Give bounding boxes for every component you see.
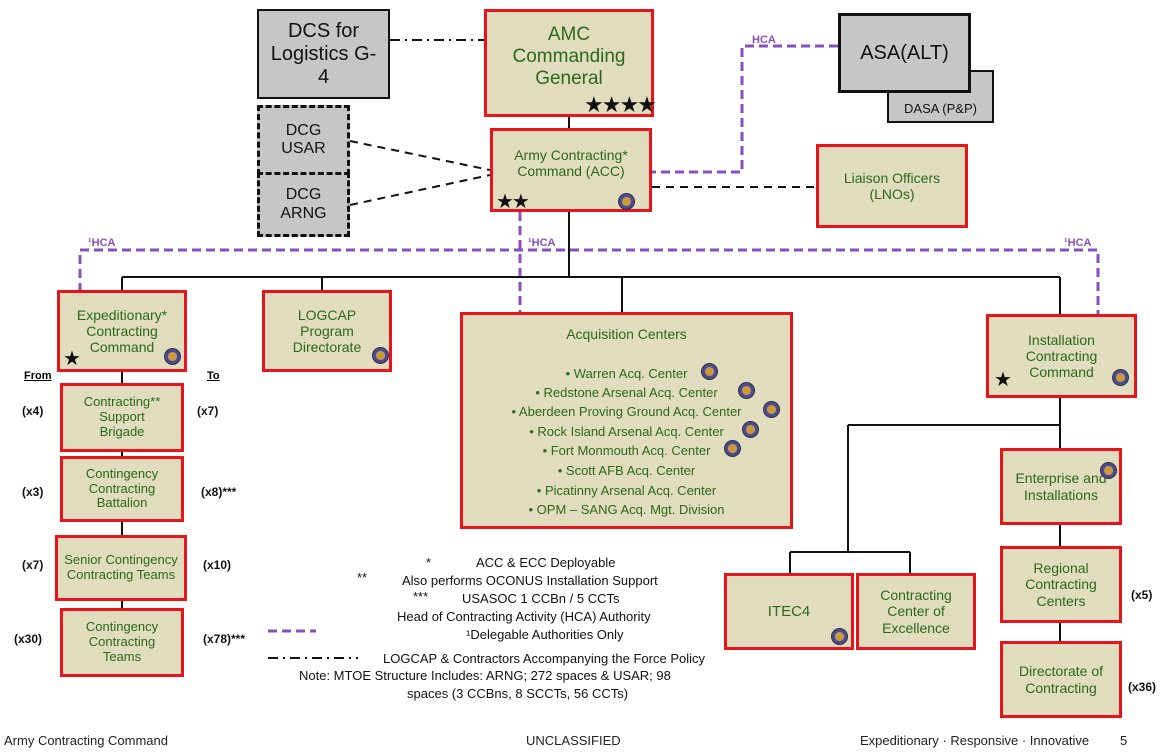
- csb-from-ratio: (x4): [22, 404, 44, 418]
- legend-mark-2: **: [357, 570, 368, 585]
- enterprise-box: Enterprise and Installations: [1000, 448, 1122, 525]
- scct-box: Senior Contingency Contracting Teams: [55, 535, 187, 601]
- aberdeen-seal-icon: [763, 401, 780, 418]
- acq-item-rock-island: • Rock Island Arsenal Acq. Center: [529, 424, 724, 439]
- redstone-seal-icon: [738, 382, 755, 399]
- enterprise-label: Enterprise and Installations: [1015, 470, 1107, 503]
- cct-label: Contingency Contracting Teams: [85, 619, 159, 664]
- acq-item-opm-sang: • OPM – SANG Acq. Mgt. Division: [528, 502, 725, 517]
- acq-item-scott: • Scott AFB Acq. Center: [557, 463, 696, 478]
- csb-box: Contracting** Support Brigade: [60, 383, 184, 452]
- logcap-label: LOGCAP Program Directorate: [292, 306, 362, 356]
- ccbn-from-ratio: (x3): [22, 485, 44, 499]
- itec4-label: ITEC4: [767, 602, 811, 620]
- csb-label: Contracting** Support Brigade: [83, 394, 161, 439]
- dasa-pp-label: DASA (P&P): [904, 101, 977, 117]
- to-label: To: [207, 370, 220, 382]
- icc-seal-icon: [1112, 369, 1129, 386]
- ccbn-label: Contingency Contracting Battalion: [85, 465, 159, 511]
- ecc-seal-icon: [164, 348, 181, 365]
- legend-text-3: USASOC 1 CCBn / 5 CCTs: [462, 591, 620, 606]
- dcg-usar-box: DCG USAR: [257, 105, 350, 175]
- hca-center-label: ¹HCA: [528, 237, 556, 249]
- cce-box: Contracting Center of Excellence: [856, 573, 976, 650]
- cce-label: Contracting Center of Excellence: [880, 587, 952, 636]
- csb-to-ratio: (x7): [197, 404, 219, 418]
- hca-left-label: ¹HCA: [88, 237, 116, 249]
- cct-to-ratio: (x78)***: [203, 632, 246, 646]
- legend-note-1: Note: MTOE Structure Includes: ARNG; 272…: [299, 668, 671, 683]
- cct-from-ratio: (x30): [14, 632, 43, 646]
- legend-note-2: spaces (3 CCBns, 8 SCCTs, 56 CCTs): [407, 686, 629, 701]
- acq-item-aberdeen: • Aberdeen Proving Ground Acq. Center: [511, 404, 742, 419]
- scct-from-ratio: (x7): [22, 558, 44, 572]
- scct-to-ratio: (x10): [203, 558, 232, 572]
- legend-text-6: LOGCAP & Contractors Accompanying the Fo…: [383, 651, 706, 666]
- acq-item-redstone: • Redstone Arsenal Acq. Center: [535, 385, 718, 400]
- rock-island-seal-icon: [742, 421, 759, 438]
- footer-org: Army Contracting Command: [4, 733, 168, 748]
- acc-seal-icon: [618, 193, 635, 210]
- legend-mark-1: *: [426, 555, 432, 570]
- from-label: From: [24, 370, 52, 382]
- asa-alt-box: ASA(ALT): [838, 13, 971, 93]
- warren-seal-icon: [701, 363, 718, 380]
- acq-item-warren: • Warren Acq. Center: [565, 366, 688, 381]
- legend-text-1: ACC & ECC Deployable: [476, 555, 616, 570]
- ecc-star: ★: [63, 348, 81, 370]
- hca-right-label: ¹HCA: [1064, 237, 1092, 249]
- hca-line-label: HCA: [752, 34, 776, 46]
- logcap-box: LOGCAP Program Directorate: [262, 290, 392, 372]
- icc-star: ★: [994, 369, 1012, 391]
- asa-alt-label: ASA(ALT): [860, 41, 949, 64]
- logcap-seal-icon: [372, 347, 389, 364]
- dcg-arng-box: DCG ARNG: [257, 172, 350, 237]
- amc-stars: ★★★★: [584, 92, 657, 117]
- ecc-label: Expeditionary* Contracting Command: [76, 306, 168, 356]
- acquisition-centers-box: [460, 312, 793, 529]
- acq-item-picatinny: • Picatinny Arsenal Acq. Center: [536, 483, 717, 498]
- lnos-label: Liaison Officers (LNOs): [843, 169, 941, 202]
- legend-text-5: ¹Delegable Authorities Only: [466, 627, 624, 642]
- footer-classification: UNCLASSIFIED: [526, 733, 621, 748]
- footer-motto: Expeditionary · Responsive · Innovative: [860, 733, 1090, 748]
- fort-monmouth-seal-icon: [724, 440, 741, 457]
- cct-box: Contingency Contracting Teams: [60, 608, 184, 677]
- regional-ratio: (x5): [1131, 588, 1153, 602]
- dcs-logistics-box: DCS for Logistics G-4: [257, 9, 390, 99]
- enterprise-seal-icon: [1100, 462, 1117, 479]
- amc-commanding-general-box: AMC Commanding General: [484, 9, 654, 117]
- ccbn-to-ratio: (x8)***: [201, 485, 237, 499]
- acq-item-fort-monmouth: • Fort Monmouth Acq. Center: [542, 443, 711, 458]
- acc-stars: ★★: [496, 191, 530, 213]
- dcg-usar-label: DCG USAR: [281, 121, 326, 157]
- installation-cc-box: Installation Contracting Command: [986, 314, 1137, 398]
- legend-mark-3: ***: [413, 589, 429, 604]
- directorate-box: Directorate of Contracting: [1000, 641, 1122, 718]
- dcs-logistics-label: DCS for Logistics G-4: [270, 19, 377, 88]
- scct-label: Senior Contingency Contracting Teams: [64, 552, 178, 582]
- acc-label: Army Contracting* Command (ACC): [514, 146, 628, 179]
- itec4-seal-icon: [831, 628, 848, 645]
- dcg-arng-label: DCG ARNG: [280, 186, 327, 222]
- regional-box: Regional Contracting Centers: [1000, 546, 1122, 623]
- legend-text-2: Also performs OCONUS Installation Suppor…: [402, 573, 658, 588]
- directorate-ratio: (x36): [1128, 680, 1157, 694]
- legend-text-4: Head of Contracting Activity (HCA) Autho…: [397, 609, 651, 624]
- regional-label: Regional Contracting Centers: [1025, 560, 1097, 609]
- directorate-label: Directorate of Contracting: [1018, 663, 1104, 696]
- acquisition-centers-title: Acquisition Centers: [566, 326, 687, 342]
- ccbn-box: Contingency Contracting Battalion: [60, 456, 184, 522]
- amc-commanding-general-label: AMC Commanding General: [512, 24, 626, 89]
- installation-cc-label: Installation Contracting Command: [1025, 331, 1098, 381]
- footer-page-number: 5: [1120, 733, 1128, 748]
- lnos-box: Liaison Officers (LNOs): [816, 144, 968, 228]
